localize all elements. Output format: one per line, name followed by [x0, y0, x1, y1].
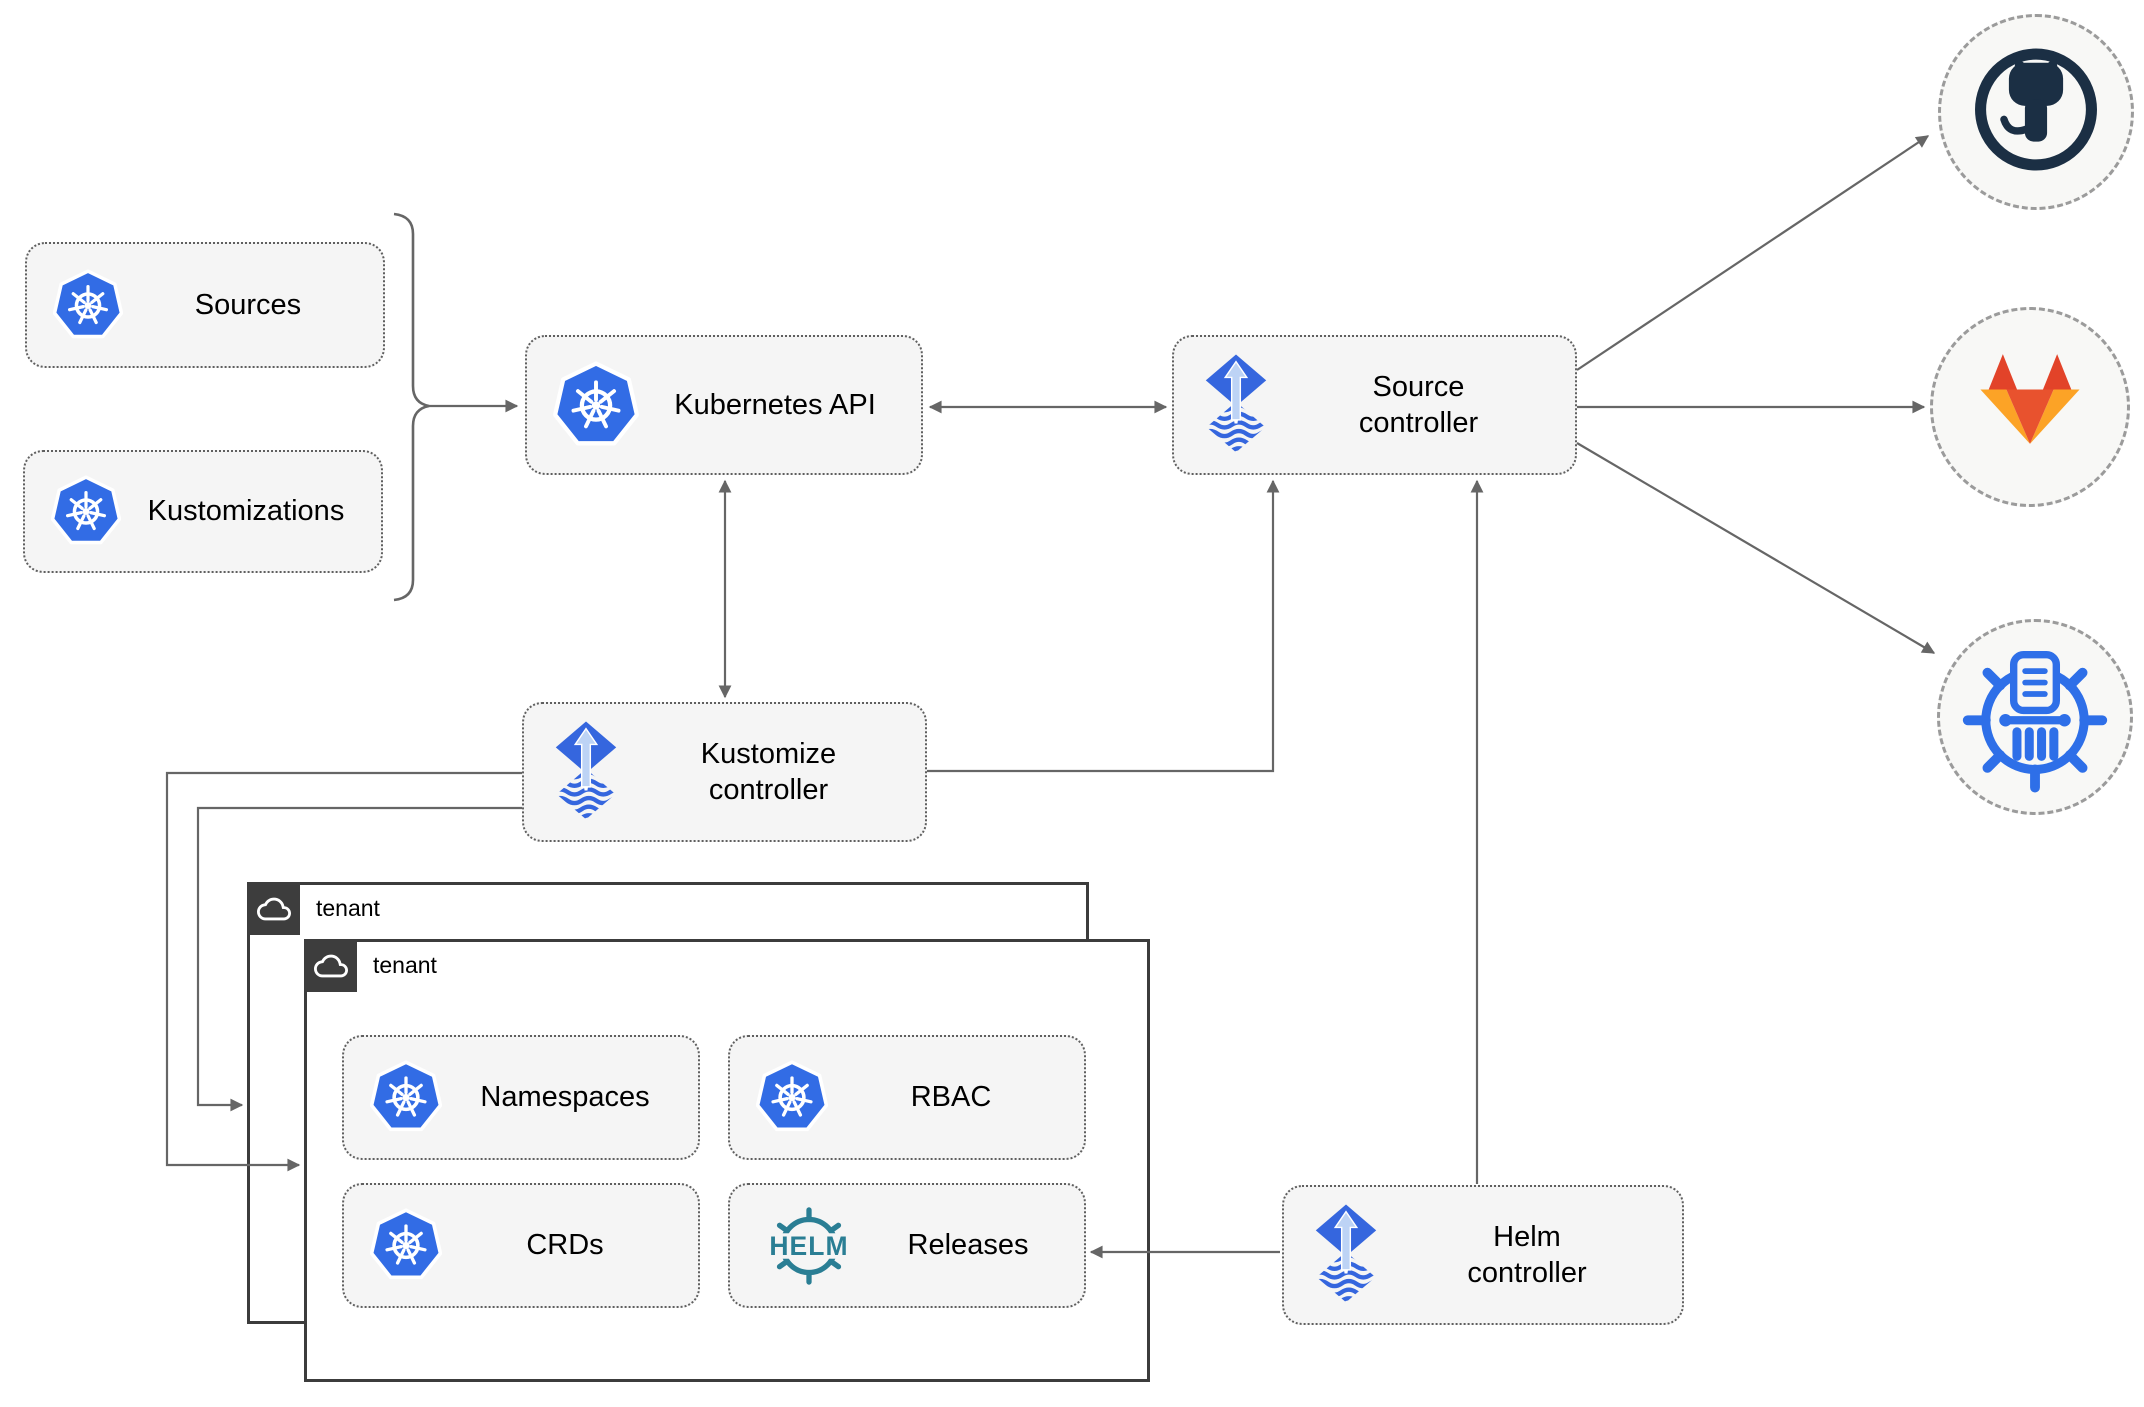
kustomize-controller-node: Kustomize controller	[522, 702, 927, 842]
kubernetes-api-node: Kubernetes API	[525, 335, 923, 475]
releases-label: Releases	[907, 1229, 1029, 1262]
namespaces-label: Namespaces	[480, 1081, 650, 1114]
kubernetes-icon	[53, 269, 123, 342]
kustomizations-node: Kustomizations	[23, 450, 383, 573]
chartmuseum-icon	[1953, 635, 2117, 799]
source-controller-node: Source controller	[1172, 335, 1577, 475]
kubernetes-icon	[51, 475, 121, 548]
connector-kustomize-to-source-controller	[927, 479, 1280, 773]
releases-node: HELM Releases	[728, 1183, 1086, 1308]
kubernetes-api-label: Kubernetes API	[674, 388, 876, 421]
tenant-tab	[304, 939, 357, 992]
cloud-icon	[314, 949, 348, 983]
kubernetes-icon	[553, 361, 639, 450]
kustomizations-label: Kustomizations	[147, 495, 345, 528]
brace-sources-group	[393, 212, 430, 602]
namespaces-node: Namespaces	[342, 1035, 700, 1160]
tenant-label: tenant	[373, 952, 437, 978]
helm-wordmark: HELM	[769, 1231, 848, 1261]
kustomize-controller-label: Kustomize controller	[700, 737, 837, 806]
helm-controller-node: Helm controller	[1282, 1185, 1684, 1325]
cloud-icon	[257, 892, 291, 926]
crds-label: CRDs	[526, 1229, 604, 1262]
connector-source-controller-to-helm-repository	[1576, 442, 1936, 654]
helm-icon: HELM	[756, 1193, 862, 1299]
rbac-node: RBAC	[728, 1035, 1086, 1160]
github-source	[1938, 14, 2134, 210]
tenant-label: tenant	[316, 895, 380, 921]
rbac-label: RBAC	[910, 1081, 992, 1114]
flux-icon	[1310, 1203, 1382, 1308]
sources-node: Sources	[25, 242, 385, 368]
gitlab-icon	[1971, 340, 2089, 458]
crds-node: CRDs	[342, 1183, 700, 1308]
kubernetes-icon	[370, 1208, 442, 1283]
connector-source-controller-to-github	[1576, 135, 1930, 371]
tenant-box-front: tenant	[304, 939, 1150, 1382]
gitlab-source	[1930, 307, 2130, 507]
kubernetes-icon	[756, 1060, 828, 1135]
github-icon	[1967, 43, 2105, 181]
flux-icon	[1200, 353, 1272, 458]
source-controller-label: Source controller	[1358, 370, 1479, 439]
flux-icon	[550, 720, 622, 825]
helm-controller-label: Helm controller	[1467, 1220, 1587, 1289]
sources-label: Sources	[194, 288, 302, 321]
tenant-tab	[247, 882, 300, 935]
kubernetes-icon	[370, 1060, 442, 1135]
helm-repository-source	[1937, 619, 2133, 815]
